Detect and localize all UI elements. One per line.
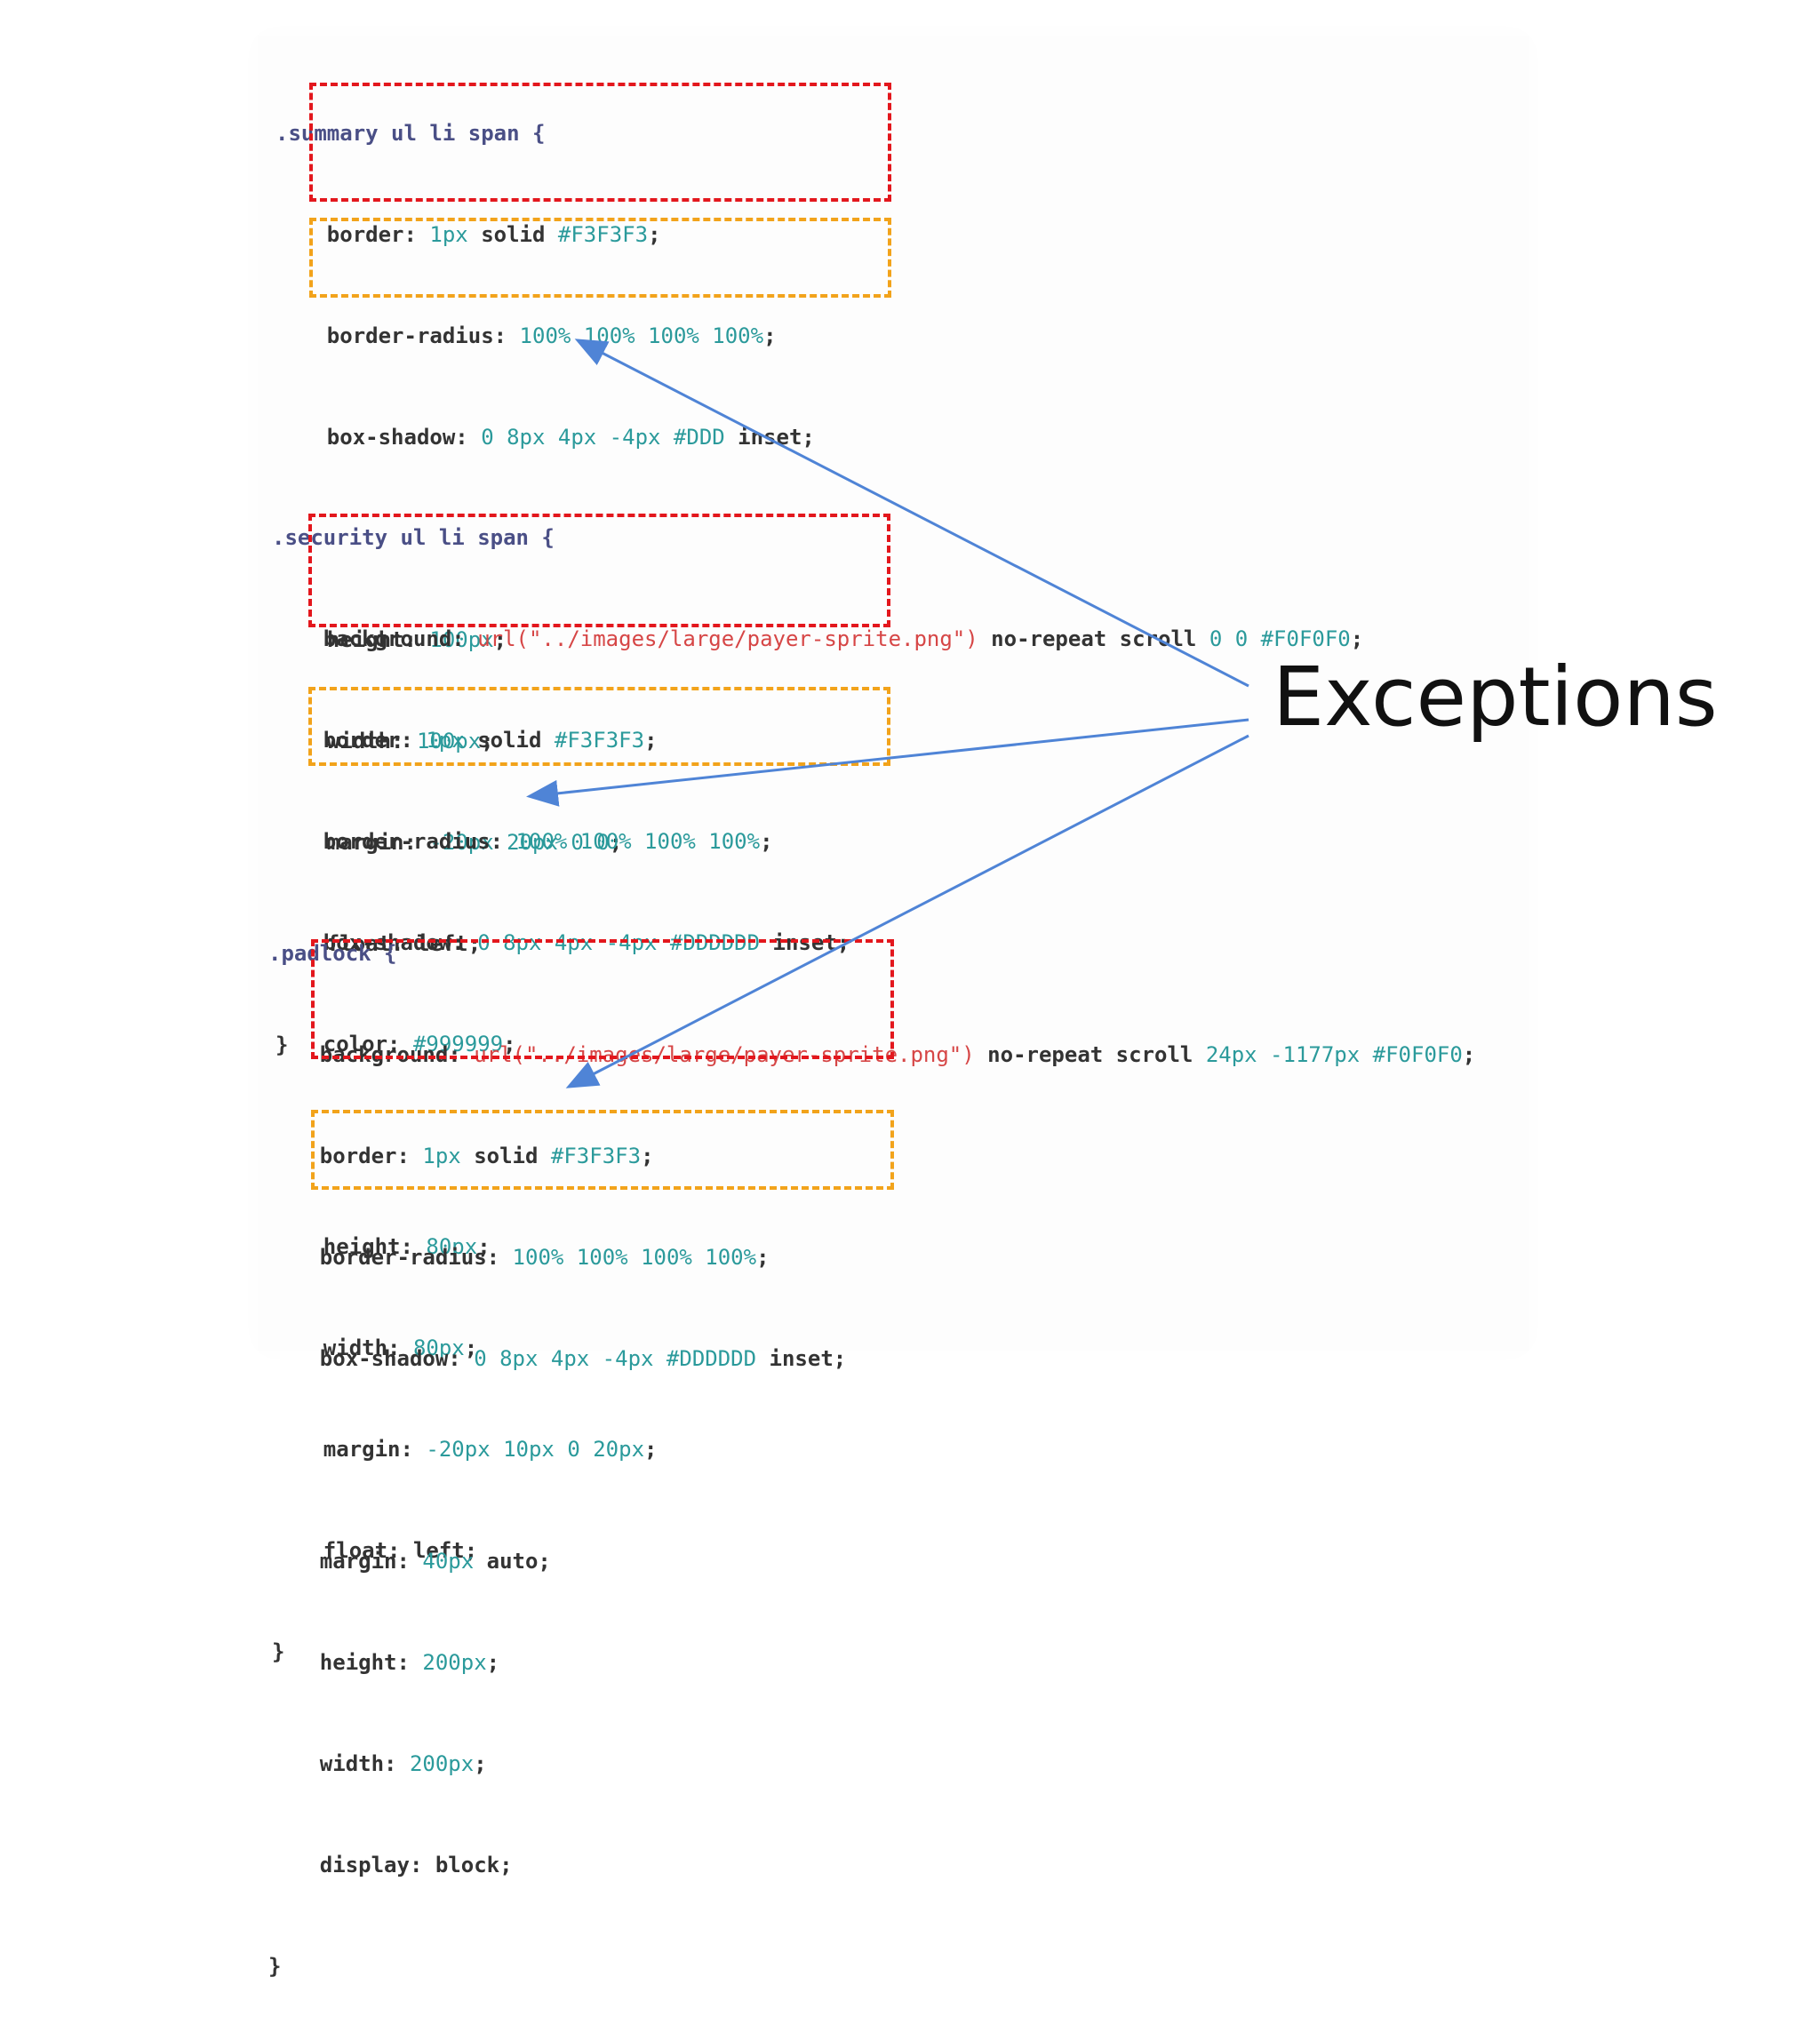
code-line-box-shadow: box-shadow: 0 8px 4px -4px #DDDDDD inset… [319,1346,847,1371]
code-line-box-shadow: box-shadow: 0 8px 4px -4px #DDD inset; [326,425,815,450]
exceptions-label: Exceptions [1273,650,1718,745]
selector-line: .padlock { [268,941,397,966]
code-block-padlock: .padlock { background: url("../images/la… [268,869,1475,2017]
code-line-display: display: block; [319,1853,513,1877]
code-line-height: height: 100px; [326,627,507,652]
spacer [268,1443,1475,1477]
code-line-height: height: 200px; [319,1650,500,1675]
selector-line: .security ul li span { [272,525,555,550]
code-line-border: border: 1px solid #F3F3F3; [326,222,661,247]
selector-line: .summary ul li span { [275,121,546,146]
closing-brace: } [268,1954,282,1979]
code-line-width: width: 100px; [326,729,494,753]
code-line-color: color: #999999; [323,1032,516,1056]
code-line-width: width: 80px; [323,1335,478,1360]
code-line-margin: margin: 40px auto; [319,1549,551,1574]
code-line-float: float: left; [326,931,482,956]
closing-brace: } [275,1032,289,1057]
code-line-background: background: url("../images/large/payer-s… [319,1042,1476,1067]
code-line-width: width: 200px; [319,1751,487,1776]
code-line-border-radius: border-radius: 100% 100% 100% 100%; [323,829,773,854]
code-line-border: border: 1px solid #F3F3F3; [319,1144,654,1168]
code-line-border-radius: border-radius: 100% 100% 100% 100%; [319,1245,770,1270]
code-line-border-radius: border-radius: 100% 100% 100% 100%; [326,323,777,348]
code-line-background: background: url("../images/large/payer-s… [323,626,1364,651]
code-line-height: height: 80px; [323,1234,491,1259]
code-line-border: border: 1px solid #F3F3F3; [323,728,658,753]
